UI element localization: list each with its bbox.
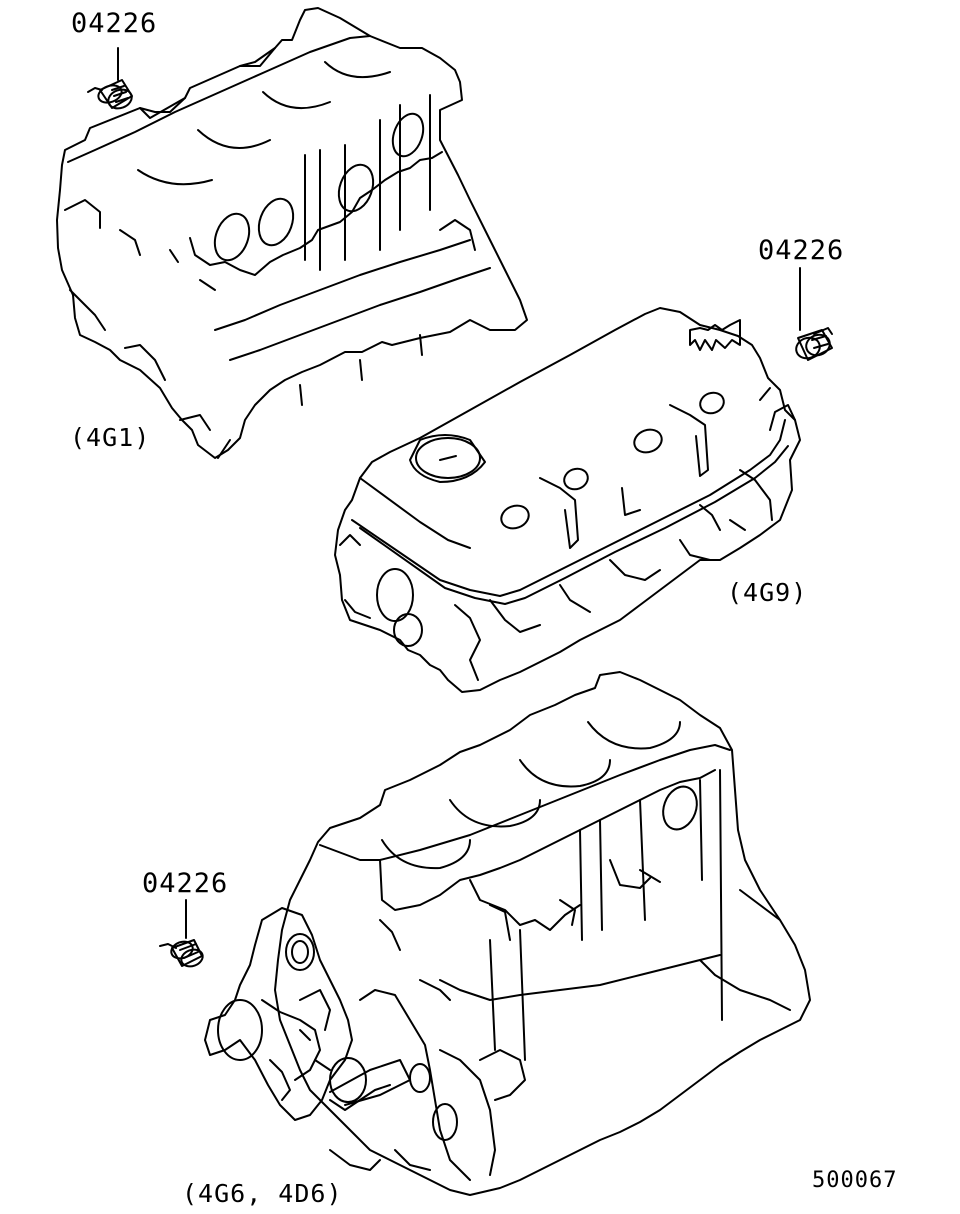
engine-block-4g6-4d6: [204, 671, 811, 1196]
callout-part-number: 04226: [71, 8, 158, 39]
drawing-code: 500067: [812, 1168, 898, 1193]
engine-variant-label: (4G1): [70, 423, 151, 452]
engine-variant-label: (4G9): [727, 578, 808, 607]
engine-block-4g1: [56, 7, 528, 459]
callout-part-number: 04226: [142, 868, 229, 899]
knock-sensor-2: [795, 267, 833, 361]
knock-sensor-3: [159, 899, 204, 968]
cylinder-head-4g9: [334, 307, 801, 693]
knock-sensor-1: [87, 47, 133, 110]
engine-variant-label: (4G6, 4D6): [182, 1179, 343, 1208]
callout-part-number: 04226: [758, 235, 845, 266]
